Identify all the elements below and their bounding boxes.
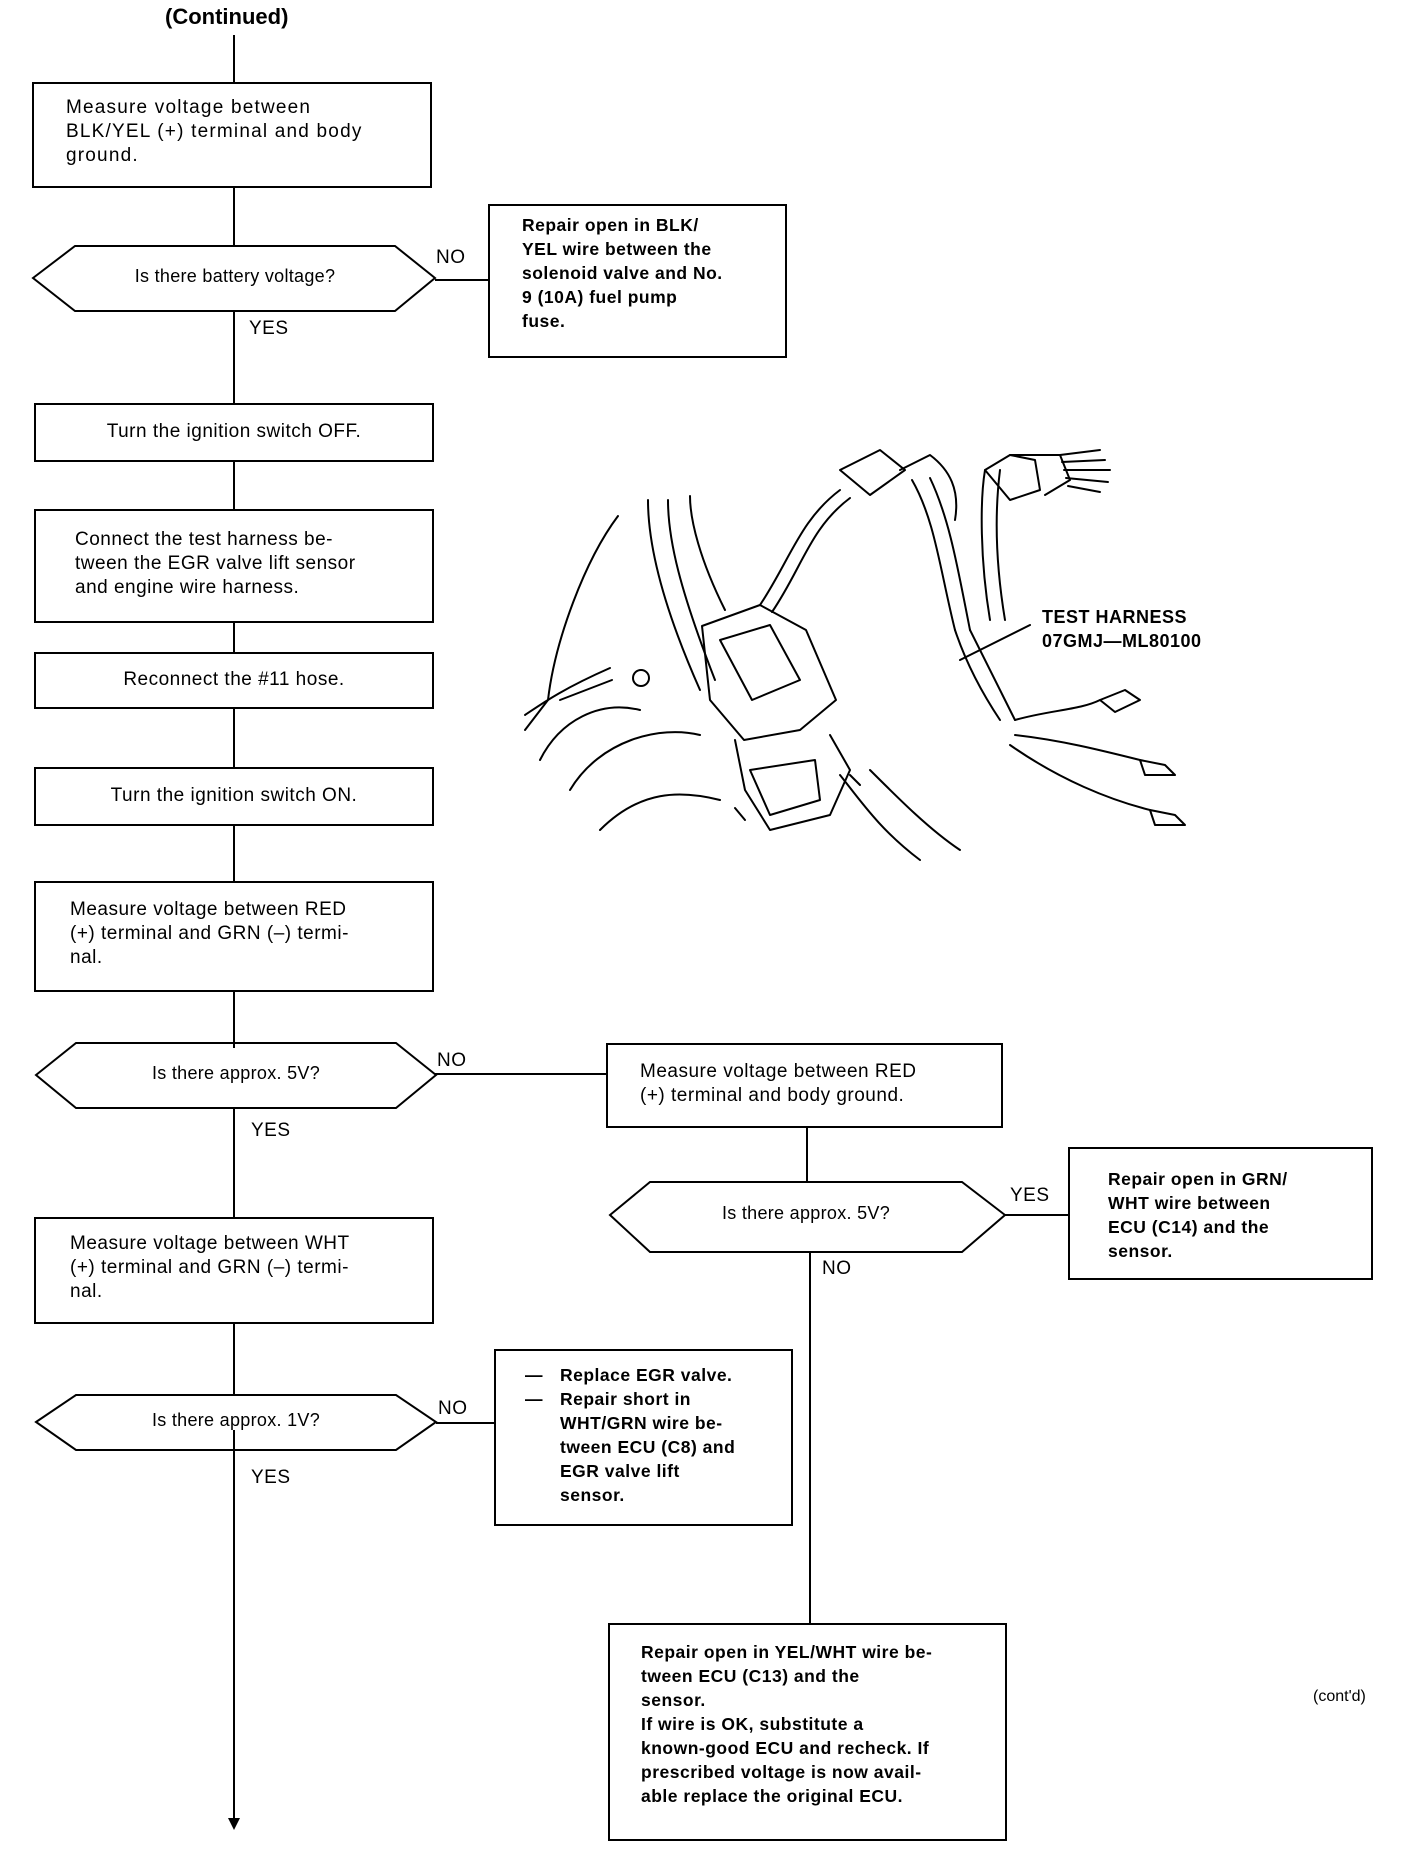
decision-approx-1v (34, 1394, 438, 1451)
figure-label-part-number: 07GMJ—ML80100 (1042, 631, 1202, 651)
branch-yes-4: YES (251, 1467, 291, 1488)
figure-label-test-harness: TEST HARNESS (1042, 607, 1188, 627)
question-battery-voltage: Is there battery voltage? (134, 266, 336, 286)
box-replace-egr (494, 1349, 793, 1526)
step-replace-egr: Replace EGR valve. (560, 1365, 733, 1385)
box-repair-grn-wht (1068, 1147, 1373, 1280)
step-measure-red-body: Measure voltage between RED (+) terminal… (640, 1061, 917, 1106)
box-repair-yel-wht (608, 1623, 1007, 1841)
bullet-dash-2: — (525, 1389, 543, 1409)
branch-no-4: NO (438, 1398, 468, 1419)
branch-no-1: NO (436, 247, 466, 268)
step-repair-short: Repair short in WHT/GRN wire be- tween E… (560, 1389, 736, 1505)
box-repair-blk-yel (488, 204, 787, 358)
test-harness-illustration (524, 449, 1186, 861)
branch-yes-1: YES (249, 318, 289, 339)
step-measure-blk-yel: Measure voltage between BLK/YEL (+) term… (66, 97, 363, 166)
branch-no-2: NO (437, 1050, 467, 1071)
step-connect-harness: Connect the test harness be- tween the E… (75, 529, 356, 598)
box-measure-wht-grn (34, 1217, 434, 1324)
box-measure-blk-yel (32, 82, 432, 188)
step-measure-red-grn: Measure voltage between RED (+) terminal… (70, 899, 349, 968)
decision-battery-voltage (31, 245, 437, 312)
branch-no-3: NO (822, 1258, 852, 1279)
box-measure-red-body (606, 1043, 1003, 1128)
branch-yes-3: YES (1010, 1185, 1050, 1206)
box-ign-on (34, 767, 434, 826)
step-measure-wht-grn: Measure voltage between WHT (+) terminal… (70, 1233, 350, 1302)
question-approx-5v-2: Is there approx. 5V? (721, 1203, 891, 1223)
arrowhead-down (228, 1818, 240, 1830)
step-repair-grn-wht: Repair open in GRN/ WHT wire between ECU… (1108, 1169, 1288, 1261)
box-reconnect-hose (34, 652, 434, 709)
question-approx-5v-1: Is there approx. 5V? (151, 1063, 321, 1083)
step-repair-yel-wht: Repair open in YEL/WHT wire be- tween EC… (641, 1642, 933, 1806)
decision-approx-5v-2 (608, 1181, 1007, 1253)
bullet-dash-1: — (525, 1365, 543, 1385)
box-measure-red-grn (34, 881, 434, 992)
box-connect-harness (34, 509, 434, 623)
step-repair-blk-yel: Repair open in BLK/ YEL wire between the… (522, 215, 723, 331)
step-ign-on: Turn the ignition switch ON. (110, 785, 358, 806)
question-approx-1v: Is there approx. 1V? (151, 1410, 321, 1430)
decision-approx-5v-1 (34, 1042, 438, 1109)
contd-footer: (cont'd) (1313, 1688, 1366, 1705)
box-ign-off (34, 403, 434, 462)
continued-header: (Continued) (165, 4, 289, 29)
branch-yes-2: YES (251, 1120, 291, 1141)
step-ign-off: Turn the ignition switch OFF. (106, 421, 362, 442)
step-reconnect-hose: Reconnect the #11 hose. (123, 669, 345, 690)
